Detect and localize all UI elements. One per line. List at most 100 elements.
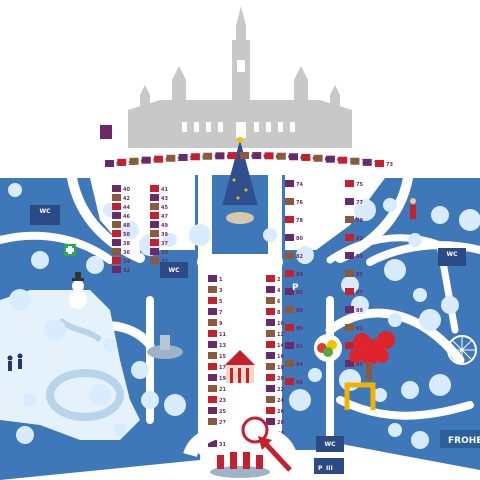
stall-number: 89 [356, 308, 363, 314]
stall-37[interactable]: 37 [150, 239, 168, 247]
stall-95[interactable]: 95 [345, 360, 363, 368]
stall-94[interactable]: 94 [285, 360, 303, 368]
stall-19[interactable]: 19 [208, 374, 226, 382]
stall-roof [150, 230, 159, 237]
wc-sign-top-center[interactable]: WC [160, 262, 188, 278]
stall-number: 8 [277, 310, 281, 316]
stall-7[interactable]: 7 [208, 308, 223, 316]
stall-14[interactable]: 14 [266, 341, 284, 349]
stall-45[interactable]: 45 [150, 203, 168, 211]
stall-87[interactable]: 87 [345, 288, 363, 296]
stall-11[interactable]: 11 [208, 330, 226, 338]
stall-32[interactable]: 32 [112, 266, 130, 274]
stall-17[interactable]: 17 [208, 363, 226, 371]
stall-41[interactable]: 41 [150, 185, 168, 193]
stall-roof [208, 352, 217, 359]
wc-sign-bottom[interactable]: WC [316, 436, 344, 452]
stall-3[interactable]: 3 [208, 286, 223, 294]
stall-number: 46 [123, 214, 130, 220]
stall-80[interactable]: 80 [285, 234, 303, 242]
stall-9[interactable]: 9 [208, 319, 223, 327]
stall-20[interactable]: 20 [266, 374, 284, 382]
stall-78[interactable]: 78 [285, 216, 303, 224]
stall-number: 91 [356, 326, 363, 332]
stall-15[interactable]: 15 [208, 352, 226, 360]
snowman-icon[interactable] [69, 272, 87, 309]
stall-31[interactable]: 31 [208, 440, 226, 448]
stall-84[interactable]: 84 [285, 270, 303, 278]
stall-36[interactable]: 36 [112, 248, 130, 256]
stall-2[interactable]: 2 [266, 275, 281, 283]
stall-88[interactable]: 88 [285, 306, 303, 314]
stall-85[interactable]: 85 [345, 270, 363, 278]
stall-23[interactable]: 23 [208, 396, 226, 404]
tree [113, 423, 127, 437]
stall-47[interactable]: 47 [150, 212, 168, 220]
stall-1[interactable]: 1 [208, 275, 223, 283]
stall-4[interactable]: 4 [266, 286, 281, 294]
christmas-tree-icon[interactable] [222, 137, 258, 224]
stall-86[interactable]: 86 [285, 288, 303, 296]
stall-roof [150, 257, 159, 264]
stall-81[interactable]: 81 [345, 234, 363, 242]
stall-91[interactable]: 91 [345, 324, 363, 332]
stall-roof [112, 194, 121, 201]
stall-73[interactable]: 73 [375, 160, 393, 168]
stall-number: 3 [219, 288, 223, 294]
stall-34[interactable]: 34 [112, 257, 130, 265]
stall-76[interactable]: 76 [285, 198, 303, 206]
stall-18[interactable]: 18 [266, 363, 284, 371]
stall-48[interactable]: 48 [112, 221, 130, 229]
parking-sign[interactable]: P [292, 283, 299, 293]
stall-5[interactable]: 5 [208, 297, 223, 305]
stall-28[interactable]: 28 [266, 418, 284, 426]
stall-22[interactable]: 22 [266, 385, 284, 393]
stall-90[interactable]: 90 [285, 324, 303, 332]
stall-39[interactable]: 39 [150, 230, 168, 238]
stall-44[interactable]: 44 [112, 203, 130, 211]
stall-46[interactable]: 46 [112, 212, 130, 220]
stall-roof [345, 180, 354, 187]
parking-sign-bottom[interactable]: P III [314, 458, 344, 474]
stall-12[interactable]: 12 [266, 330, 284, 338]
stall-8[interactable]: 8 [266, 308, 281, 316]
stall-35[interactable]: 35 [150, 248, 168, 256]
stall-40[interactable]: 40 [112, 185, 130, 193]
ferris-wheel-icon[interactable] [447, 335, 477, 365]
stall-6[interactable]: 6 [266, 297, 281, 305]
stall-92[interactable]: 92 [285, 342, 303, 350]
market-stalls[interactable]: 5152535455565758596061626364656667686970… [105, 152, 393, 448]
carousel-icon[interactable] [225, 350, 255, 383]
tree [459, 209, 480, 231]
stall-74[interactable]: 74 [285, 180, 303, 188]
stall-79[interactable]: 79 [345, 216, 363, 224]
stall-roof [345, 234, 354, 241]
stall-77[interactable]: 77 [345, 198, 363, 206]
stall-75[interactable]: 75 [345, 180, 363, 188]
hearts-tree-icon[interactable] [349, 331, 395, 380]
stall-25[interactable]: 25 [208, 407, 226, 415]
stall-96[interactable]: 96 [285, 378, 303, 386]
stall-43[interactable]: 43 [150, 194, 168, 202]
stall-13[interactable]: 13 [208, 341, 226, 349]
stall-16[interactable]: 16 [266, 352, 284, 360]
stall-26[interactable]: 26 [266, 407, 284, 415]
stall-42[interactable]: 42 [112, 194, 130, 202]
wc-sign[interactable]: WC [30, 205, 60, 225]
stall-roof [375, 160, 384, 167]
first-aid-icon[interactable] [64, 244, 76, 256]
stall-roof [285, 324, 294, 331]
stall-10[interactable]: 10 [266, 319, 284, 327]
stall-24[interactable]: 24 [266, 396, 284, 404]
stall-83[interactable]: 83 [345, 252, 363, 260]
stall-roof [266, 286, 275, 293]
stall-21[interactable]: 21 [208, 385, 226, 393]
stall-27[interactable]: 27 [208, 418, 226, 426]
wc-sign-right[interactable]: WC [438, 248, 466, 266]
stall-49[interactable]: 49 [150, 221, 168, 229]
stall-50[interactable]: 50 [112, 230, 130, 238]
stall-38[interactable]: 38 [112, 239, 130, 247]
stall-82[interactable]: 82 [285, 252, 303, 260]
stall-89[interactable]: 89 [345, 306, 363, 314]
